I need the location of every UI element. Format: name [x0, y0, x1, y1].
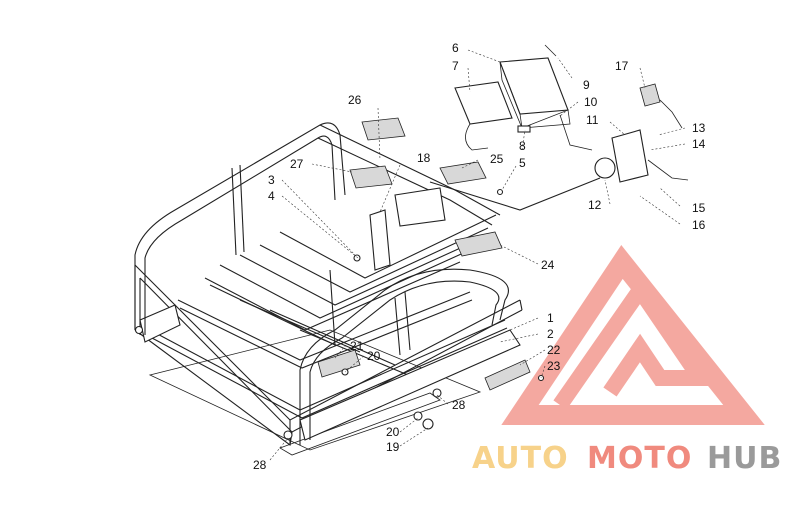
callout-8: 8 — [519, 139, 526, 153]
callout-1: 1 — [547, 311, 554, 325]
callout-9: 9 — [583, 78, 590, 92]
callout-7: 7 — [452, 59, 459, 73]
callout-6: 6 — [452, 41, 459, 55]
callout-2: 2 — [547, 327, 554, 341]
tail-light-assembly — [429, 44, 689, 211]
callout-20-a: 20 — [367, 349, 381, 363]
callout-23: 23 — [547, 359, 561, 373]
callout-5: 5 — [519, 156, 526, 170]
callout-27: 27 — [290, 157, 304, 171]
reflector-22 — [484, 359, 531, 391]
callout-12: 12 — [588, 198, 602, 212]
callout-11: 11 — [586, 113, 599, 127]
hardware — [134, 188, 545, 440]
clip-17 — [639, 83, 661, 107]
rack-assembly — [134, 122, 523, 456]
callout-3: 3 — [268, 173, 275, 187]
callout-25: 25 — [490, 152, 504, 166]
callout-4: 4 — [268, 189, 275, 203]
callout-17: 17 — [615, 59, 629, 73]
leader-lines — [269, 49, 686, 461]
reflector-26 — [361, 117, 406, 141]
callout-21: 21 — [350, 339, 364, 353]
watermark-text-moto: MOTO — [587, 441, 692, 476]
callout-28-b: 28 — [253, 458, 267, 472]
callout-28-a: 28 — [452, 398, 466, 412]
callout-labels: 6 7 9 10 11 17 13 14 15 16 12 8 5 25 26 … — [253, 41, 706, 472]
callout-14: 14 — [692, 137, 706, 151]
reflector-24 — [454, 231, 503, 257]
callout-16: 16 — [692, 218, 706, 232]
reflectors — [317, 117, 531, 391]
callout-26: 26 — [348, 93, 362, 107]
callout-24: 24 — [541, 258, 555, 272]
callout-13: 13 — [692, 121, 706, 135]
callout-15: 15 — [692, 201, 706, 215]
callout-22: 22 — [547, 343, 561, 357]
callout-20-b: 20 — [386, 425, 400, 439]
watermark-text-auto: AUTO — [472, 441, 569, 476]
callout-19: 19 — [386, 440, 400, 454]
callout-18: 18 — [417, 151, 431, 165]
watermark-logo — [501, 245, 765, 425]
reflector-27 — [349, 165, 393, 189]
bracket-21 — [317, 349, 361, 378]
watermark-text: AUTO MOTO HUB — [472, 441, 782, 476]
reflector-25 — [439, 161, 487, 185]
callout-10: 10 — [584, 95, 598, 109]
watermark-text-hub: HUB — [707, 441, 782, 476]
